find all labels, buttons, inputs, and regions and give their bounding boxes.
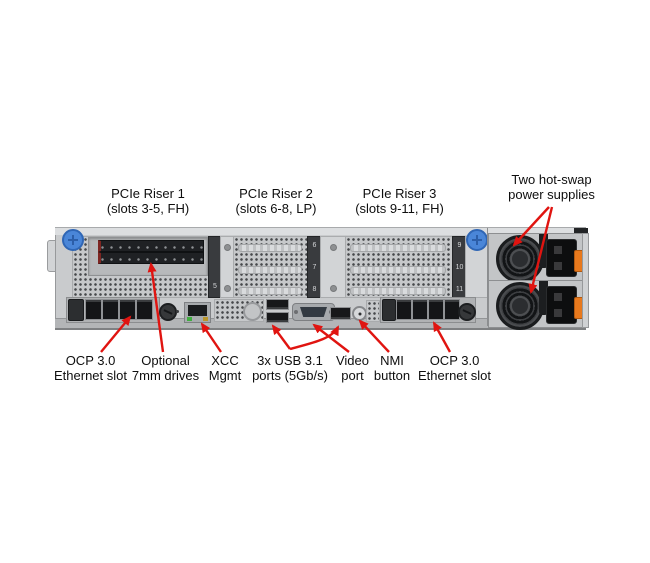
- ethernet-port: [136, 299, 153, 320]
- psu-bay-right-rail: [582, 233, 589, 328]
- label-pcie-riser-3: PCIe Riser 3 (slots 9-11, FH): [331, 186, 468, 216]
- slot-number: 5: [213, 283, 217, 290]
- label-line: (slots 6-8, LP): [235, 201, 317, 216]
- label-power-supplies: Two hot-swap power supplies: [489, 172, 614, 202]
- usb-port: [266, 312, 289, 323]
- label-line: PCIe Riser 1: [111, 186, 185, 201]
- label-video: Video port: [330, 353, 375, 383]
- label-line: power supplies: [508, 187, 595, 202]
- ethernet-port: [396, 299, 412, 320]
- 7mm-drive-tray-1: [98, 240, 204, 252]
- slot-number: 9: [457, 242, 462, 249]
- divider-panel: [320, 236, 347, 298]
- label-line: (slots 3-5, FH): [106, 201, 190, 216]
- label-line: ports (5Gb/s): [252, 368, 328, 383]
- riser3-slot-blank: [350, 244, 446, 252]
- label-line: (slots 9-11, FH): [355, 201, 444, 216]
- label-line: PCIe Riser 3: [362, 186, 437, 201]
- label-nmi: NMI button: [368, 353, 416, 383]
- label-ocp-right: OCP 3.0 Ethernet slot: [412, 353, 497, 383]
- psu-bay-divider: [487, 228, 488, 326]
- riser2-slot-blank: [238, 287, 302, 295]
- label-pcie-riser-2: PCIe Riser 2 (slots 6-8, LP): [211, 186, 341, 216]
- label-ocp-left: OCP 3.0 Ethernet slot: [48, 353, 133, 383]
- black-thumbscrew-icon: [458, 303, 476, 321]
- slot-number: 11: [455, 286, 464, 293]
- label-usb: 3x USB 3.1 ports (5Gb/s): [244, 353, 336, 383]
- ethernet-port: [119, 299, 136, 320]
- label-line: Two hot-swap: [511, 172, 592, 187]
- ethernet-port: [428, 299, 444, 320]
- ocp-right-handle: [382, 299, 396, 321]
- port-row-mesh: [366, 300, 380, 322]
- chassis-corner-tab: [574, 228, 588, 234]
- slot-number: 8: [312, 286, 317, 293]
- usb-port: [330, 307, 351, 320]
- psu-1: [488, 233, 584, 283]
- label-pcie-riser-1: PCIe Riser 1 (slots 3-5, FH): [83, 186, 213, 216]
- arrow-usb-third: [289, 325, 340, 351]
- riser3-slot-blank: [350, 287, 446, 295]
- ocp-left-handle: [68, 299, 84, 321]
- usb-port: [266, 299, 289, 310]
- round-recess: [243, 302, 262, 321]
- ethernet-port: [85, 299, 102, 320]
- label-line: Video: [335, 353, 369, 368]
- blue-thumbscrew-icon: [466, 229, 488, 251]
- ethernet-port: [412, 299, 428, 320]
- label-line: 7mm drives: [131, 368, 200, 383]
- label-xcc: XCC Mgmt: [202, 353, 248, 383]
- label-line: NMI: [380, 353, 404, 368]
- slot-number: 10: [455, 264, 464, 271]
- psu-fan-icon: [496, 235, 544, 283]
- xcc-mgmt-port: [184, 302, 211, 323]
- pinhole: [176, 310, 179, 313]
- label-line: port: [341, 368, 364, 383]
- riser2-slot-blank: [238, 244, 302, 252]
- black-thumbscrew-icon: [159, 303, 177, 321]
- riser3-slot-blank: [350, 266, 446, 274]
- label-line: button: [373, 368, 411, 383]
- ethernet-port: [102, 299, 119, 320]
- label-line: PCIe Riser 2: [239, 186, 313, 201]
- slot-number: 7: [312, 264, 317, 271]
- label-line: 3x USB 3.1: [257, 353, 323, 368]
- label-7mm-drives: Optional 7mm drives: [123, 353, 208, 383]
- label-line: OCP 3.0: [429, 353, 480, 368]
- slot-number: 6: [312, 242, 317, 249]
- label-line: Ethernet slot: [418, 368, 491, 383]
- video-port: [292, 303, 335, 321]
- psu-handle: [539, 281, 548, 315]
- psu-power-inlet: [546, 286, 577, 324]
- label-line: Optional: [141, 353, 190, 368]
- label-line: Mgmt: [208, 368, 242, 383]
- psu-2: [488, 280, 584, 330]
- label-line: OCP 3.0: [65, 353, 116, 368]
- psu-fan-icon: [496, 282, 544, 330]
- blue-thumbscrew-icon: [62, 229, 84, 251]
- psu-power-inlet: [546, 239, 577, 277]
- riser2-slot-blank: [238, 266, 302, 274]
- label-line: XCC: [211, 353, 239, 368]
- nmi-button: [352, 306, 367, 321]
- label-line: Ethernet slot: [54, 368, 127, 383]
- 7mm-drive-tray-2: [98, 252, 204, 264]
